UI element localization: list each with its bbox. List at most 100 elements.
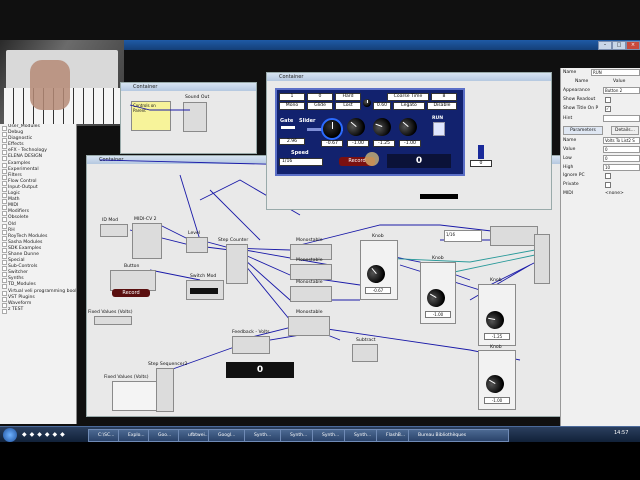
mixer-module[interactable] (534, 234, 550, 284)
prop-show-title-checkbox[interactable]: ✓ (605, 106, 611, 112)
id-mod-module[interactable] (100, 224, 128, 237)
tree-item[interactable]: TD_Modules (0, 282, 76, 290)
record-button-small[interactable]: Record (112, 289, 150, 297)
taskbar-item[interactable]: Explo... (118, 429, 157, 442)
tree-item[interactable]: Shane Dunne (0, 252, 76, 260)
tree-item[interactable]: Sub-Controls (0, 264, 76, 272)
prop-hint-input[interactable] (603, 115, 640, 122)
param-value-input[interactable]: 0 (603, 146, 640, 153)
tree-item[interactable]: Flow Control (0, 179, 76, 186)
run-button[interactable] (433, 122, 445, 136)
sound-out-module[interactable] (183, 102, 207, 132)
tree-item[interactable]: ELENA DESIGN (0, 154, 76, 162)
param-high-input[interactable]: 10 (603, 164, 640, 171)
panel-knob-2[interactable] (343, 114, 369, 140)
start-button[interactable] (3, 428, 17, 442)
tree-item[interactable]: eFX - Technology (0, 148, 76, 156)
properties-panel[interactable]: Name RUN Name Value Appearance Button 2 … (560, 68, 640, 426)
taskbar-item[interactable]: Synth... (344, 429, 385, 442)
details-button[interactable]: Details... (611, 126, 639, 135)
minimize-button[interactable]: – (598, 41, 612, 50)
tab-parameters[interactable]: Parameters (563, 126, 603, 135)
tree-item[interactable]: Math (0, 197, 76, 205)
knob1-module[interactable]: -0.67 (360, 240, 398, 300)
tree-item[interactable]: User_Modules (0, 124, 76, 132)
param-ignore-pc-checkbox[interactable] (605, 173, 611, 179)
tree-item[interactable]: Old (0, 222, 76, 229)
record-button[interactable]: Record (339, 157, 375, 166)
knob2-dial[interactable] (423, 285, 449, 311)
subtract-module[interactable] (352, 344, 378, 362)
step-counter-module[interactable] (226, 244, 248, 284)
tree-item[interactable]: RoyTech Modules (0, 234, 76, 241)
param-private-checkbox[interactable] (605, 182, 611, 188)
tree-item[interactable]: Virtual veli programming book (0, 289, 76, 296)
tree-item[interactable]: z TEST (0, 307, 76, 314)
tree-item[interactable]: Input-Output (0, 185, 76, 193)
props-name-input[interactable]: RUN (591, 69, 640, 76)
gate-slider[interactable] (281, 126, 295, 129)
prop-appearance-select[interactable]: Button 2 (603, 87, 640, 94)
controls-module-right[interactable] (490, 226, 538, 246)
param-name-input[interactable]: Volts To List2 S (603, 137, 640, 144)
panel-field-1[interactable]: 1 (279, 93, 305, 101)
knob1-dial[interactable] (363, 261, 389, 287)
panel-field-coarse-time[interactable]: Coarse Time (387, 93, 429, 101)
tree-item[interactable]: Synths (0, 276, 76, 284)
param-midi-value[interactable]: <none> (605, 191, 624, 196)
container-window-small[interactable]: Container Controls on Parent Sound Out (120, 82, 257, 154)
synth-panel[interactable]: 1 0 Hard Coarse Time 8 Mono Glide Lost 0… (275, 88, 465, 176)
panel-field-hard[interactable]: Hard (335, 93, 361, 101)
knob4-module[interactable]: -1.00 (478, 350, 516, 410)
glide-knob[interactable] (363, 99, 371, 107)
prop-show-readout-checkbox[interactable] (605, 97, 611, 103)
fixed-values-module-1[interactable] (94, 316, 132, 325)
panel-field-legato[interactable]: Legato (393, 102, 425, 110)
controls-module[interactable]: Controls on Parent (131, 101, 171, 131)
knob3-dial[interactable] (484, 309, 506, 331)
panel-field-lost[interactable]: Lost (335, 102, 361, 110)
speed-dropdown[interactable]: 1/16 (279, 158, 323, 166)
step-sequencer-module[interactable] (156, 368, 174, 412)
midi-cv-module[interactable] (132, 223, 162, 259)
quick-launch-icons[interactable]: ◆◆◆◆◆◆ (22, 431, 68, 438)
taskbar-item[interactable]: Goo... (148, 429, 187, 442)
knob3-module[interactable]: -1.25 (478, 284, 516, 346)
tree-item[interactable]: SDK Examples (0, 246, 76, 253)
main-title-bar[interactable]: – □ × (0, 40, 640, 50)
knob4-dial[interactable] (482, 371, 508, 397)
tree-item[interactable]: Waveform (0, 301, 76, 308)
tree-item[interactable]: Experimental (0, 167, 76, 174)
tree-item[interactable]: Sasha Modules (0, 240, 76, 247)
panel-field-disable[interactable]: Disable (427, 102, 457, 110)
tree-item[interactable]: Effects (0, 142, 76, 150)
panel-field-glide[interactable]: Glide (307, 102, 333, 110)
button-module[interactable] (110, 270, 156, 291)
tree-item[interactable]: Logic (0, 191, 76, 199)
tree-item[interactable]: Obsolete (0, 215, 76, 223)
tree-item[interactable]: Debug (0, 130, 76, 138)
monostable-module-3[interactable] (290, 286, 332, 302)
panel-knob-3[interactable] (370, 115, 394, 139)
panel-field-060[interactable]: 0.60 (373, 102, 391, 110)
tree-item[interactable]: Examples (0, 161, 76, 168)
panel-field-8[interactable]: 8 (431, 93, 457, 101)
tree-item[interactable]: Diagnostic (0, 136, 76, 144)
panel-knob-4[interactable] (395, 114, 421, 140)
knob2-module[interactable]: -1.00 (420, 262, 456, 324)
tree-item[interactable]: Switcher (0, 270, 76, 278)
tree-item[interactable]: MIDI (0, 203, 76, 211)
panel-field-mono[interactable]: Mono (279, 102, 305, 110)
tree-item[interactable]: Special (0, 258, 76, 266)
level-module[interactable] (186, 237, 208, 253)
speed-select-small[interactable]: 1/16 (444, 230, 482, 242)
panel-field-2[interactable]: 0 (307, 93, 333, 101)
tree-item[interactable]: Filters (0, 173, 76, 180)
panel-knob-1[interactable] (321, 118, 343, 140)
feedback-module[interactable] (232, 336, 270, 354)
param-low-input[interactable]: 0 (603, 155, 640, 162)
tree-item[interactable]: VST Plugins (0, 295, 76, 302)
tree-item[interactable]: RH (0, 228, 76, 235)
tree-item[interactable]: Modifiers (0, 209, 76, 217)
maximize-button[interactable]: □ (612, 41, 626, 50)
